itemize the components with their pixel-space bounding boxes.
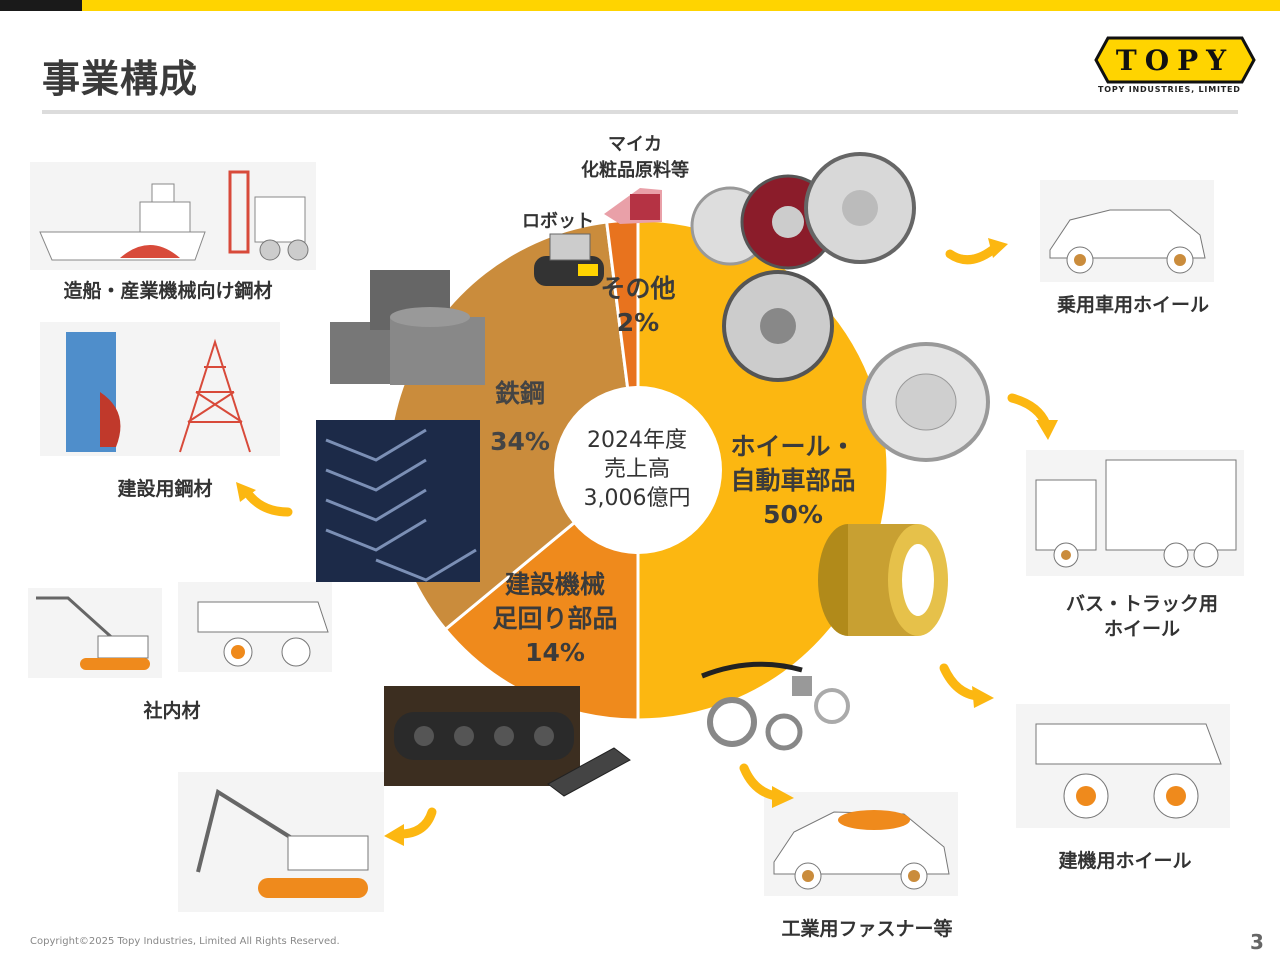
building-tower-image	[40, 322, 280, 456]
mica-image	[604, 188, 662, 224]
steel-wheel-image	[862, 342, 990, 462]
label-in-house: 社内材	[143, 700, 201, 722]
slice-label-wheel: ホイール・ 自動車部品 50%	[730, 432, 856, 529]
excavator-image	[28, 588, 162, 678]
arrow-excavator	[395, 807, 437, 839]
arrowhead-excavator	[384, 824, 404, 846]
center-year: 2024年度	[587, 428, 687, 453]
label-mica: マイカ 化粧品原料等	[581, 134, 689, 181]
label-robot: ロボット	[522, 211, 594, 232]
dump-truck-image-2	[1016, 704, 1230, 828]
label-shipbuilding: 造船・産業機械向け鋼材	[63, 280, 273, 302]
label-passenger-wheel: 乗用車用ホイール	[1056, 294, 1209, 316]
slice-label-steel: 鉄鋼 34%	[490, 379, 550, 456]
topy-logo: TOPY	[1094, 36, 1256, 84]
big-excavator-image	[178, 772, 384, 912]
arrowhead-truck	[1036, 420, 1058, 440]
page-number: 3	[1250, 930, 1264, 954]
construction-wheel-image	[818, 524, 948, 636]
logo-subtext: TOPY INDUSTRIES, LIMITED	[1098, 85, 1241, 94]
sedan-image	[764, 792, 958, 896]
arrowhead-fasteners	[772, 786, 794, 808]
top-bar-dark	[0, 0, 82, 11]
title-rule	[42, 110, 1238, 114]
track-shoe-image	[547, 747, 631, 797]
top-bar-yellow	[82, 0, 1280, 11]
page-title: 事業構成	[42, 57, 199, 101]
arrowhead-passenger	[988, 238, 1008, 258]
steel-coil-image	[330, 270, 485, 385]
robot-image	[534, 233, 604, 286]
arrowhead-construction-steel	[236, 482, 256, 502]
center-amount: 3,006億円	[583, 486, 691, 511]
arrow-construction-steel	[245, 491, 293, 517]
center-sales: 売上高	[603, 457, 670, 482]
arrowhead-construction-wheel	[972, 686, 994, 708]
logo-text: TOPY	[1116, 44, 1234, 77]
label-construction-steel: 建設用鋼材	[117, 478, 213, 500]
ship-forklift-image	[30, 162, 316, 270]
arrow-passenger	[945, 243, 1000, 265]
label-bus-truck-wheel: バス・トラック用 ホイール	[1065, 593, 1218, 640]
copyright: Copyright©2025 Topy Industries, Limited …	[30, 936, 340, 947]
pie-center-label: 2024年度 売上高 3,006億円	[560, 426, 714, 513]
fasteners-image	[701, 661, 850, 751]
crawler-track-image	[384, 686, 580, 786]
alloy-wheels-image	[690, 152, 916, 382]
angle-steel-image	[316, 420, 480, 582]
label-construction-wheel: 建機用ホイール	[1058, 850, 1192, 872]
arrow-fasteners	[739, 763, 781, 801]
dump-truck-image-1	[178, 582, 332, 672]
pie-center-hole	[554, 386, 722, 554]
slice-label-construction: 建設機械 足回り部品 14%	[492, 570, 618, 667]
passenger-car-image	[1040, 180, 1214, 282]
label-fasteners: 工業用ファスナー等	[781, 918, 953, 940]
truck-image	[1026, 450, 1244, 576]
slice-label-other: その他 2%	[600, 274, 676, 337]
